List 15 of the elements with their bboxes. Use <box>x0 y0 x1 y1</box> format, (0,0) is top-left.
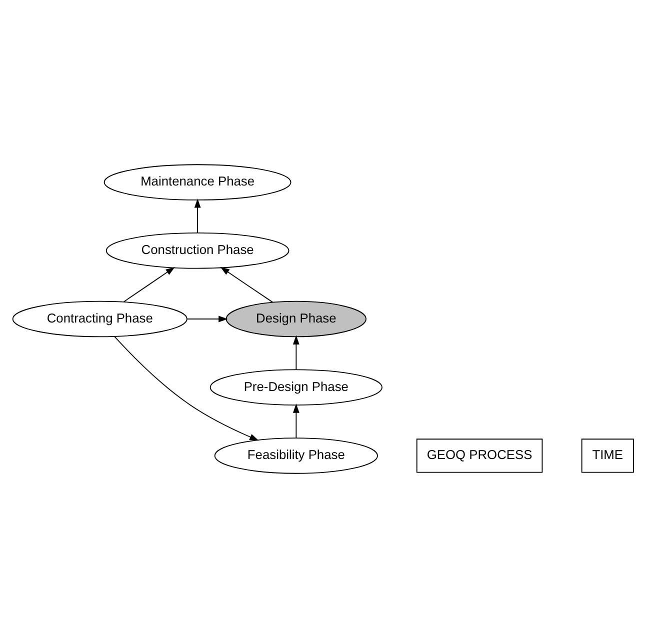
arrow <box>292 334 300 370</box>
arrow <box>220 266 274 302</box>
arrow <box>114 336 259 440</box>
arrow <box>292 403 300 438</box>
node-ellipse: Pre-Design Phase <box>210 368 382 405</box>
node-ellipse: Design Phase <box>226 300 366 337</box>
node-ellipse: Feasibility Phase <box>214 437 378 474</box>
arrow <box>123 266 175 302</box>
node-box: GEOQ PROCESS <box>416 438 543 472</box>
node-box: TIME <box>581 438 634 472</box>
node-ellipse: Construction Phase <box>106 232 290 268</box>
node-ellipse: Contracting Phase <box>12 300 188 337</box>
node-ellipse: Maintenance Phase <box>104 164 292 200</box>
arrow <box>194 198 201 233</box>
arrow <box>186 315 228 322</box>
